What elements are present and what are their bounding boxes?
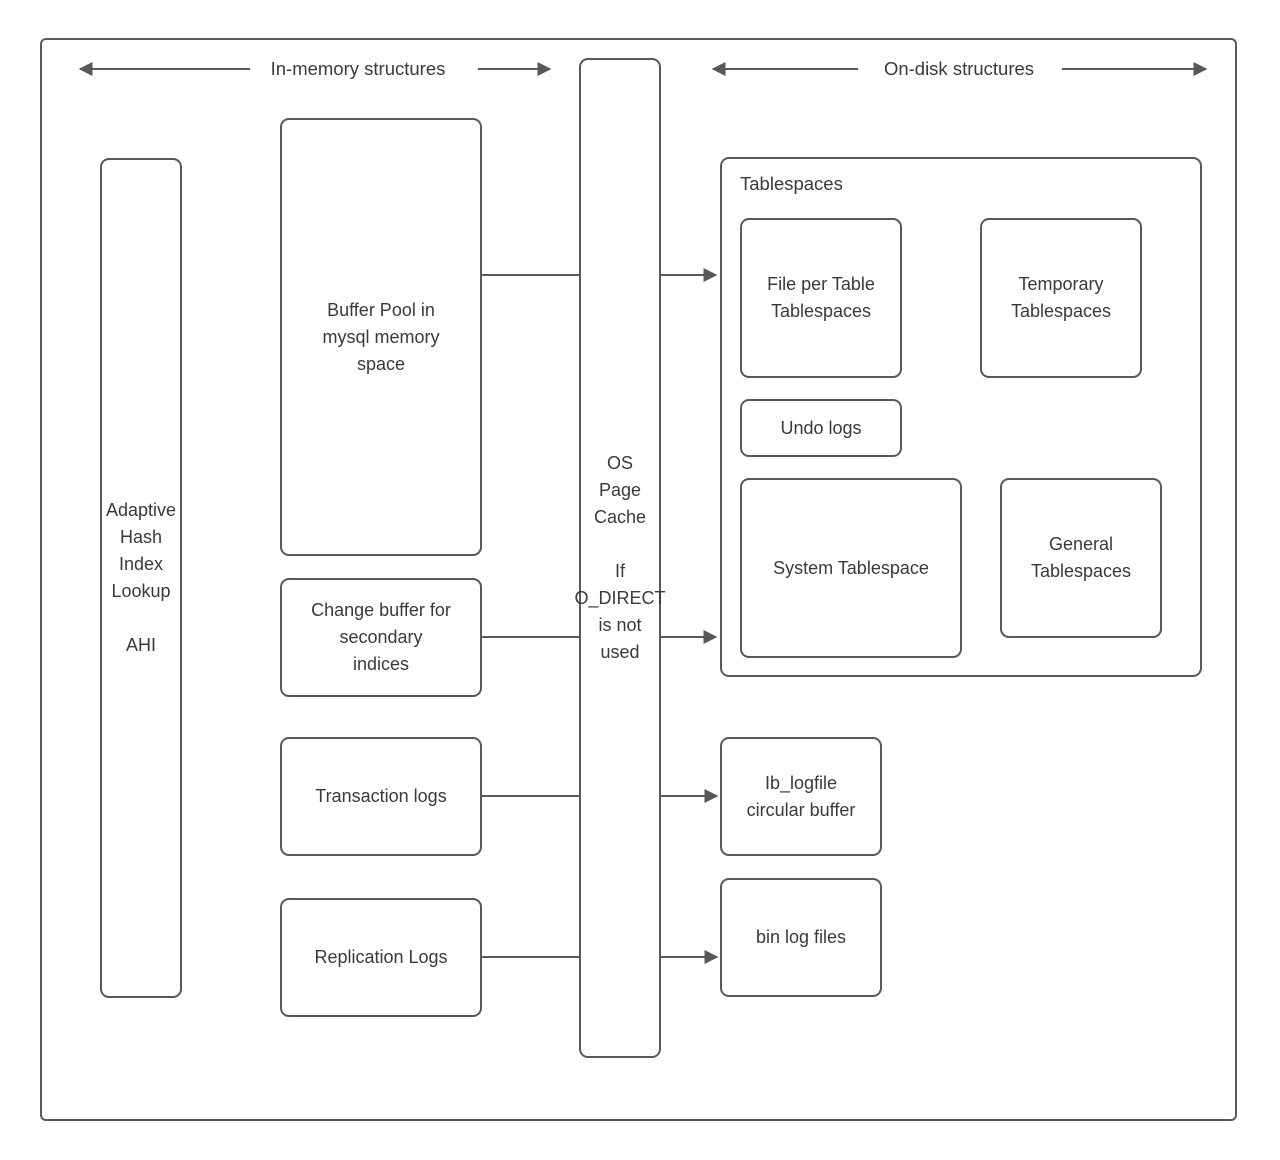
node-system-tablespace: System Tablespace: [740, 478, 962, 658]
in-memory-structures-header: In-memory structures: [270, 58, 446, 79]
container-tablespaces-label: Tablespaces: [740, 173, 843, 194]
node-replication-logs-label: Replication Logs: [314, 947, 448, 967]
node-file-per-table-tablespaces: File per Table Tablespaces: [740, 218, 902, 378]
node-undo-logs: Undo logs: [740, 399, 902, 457]
node-temporary-tablespaces-label: Temporary Tablespaces: [1010, 274, 1112, 321]
node-change-buffer: Change buffer for secondary indices: [280, 578, 482, 697]
node-adaptive-hash-index-label: Adaptive Hash Index Lookup AHI: [105, 500, 177, 655]
node-os-page-cache: OS Page Cache If O_DIRECT is not used: [575, 58, 666, 1058]
node-system-tablespace-label: System Tablespace: [773, 557, 929, 578]
node-buffer-pool-label: Buffer Pool in mysql memory space: [322, 299, 440, 374]
outer-frame: [40, 38, 1237, 1121]
node-transaction-logs: Transaction logs: [280, 737, 482, 856]
node-ib-logfile-circular-buffer-label: Ib_logfile circular buffer: [746, 772, 856, 820]
node-ib-logfile-circular-buffer: Ib_logfile circular buffer: [720, 737, 882, 856]
node-bin-log-files-label: bin log files: [755, 927, 847, 947]
node-transaction-logs-label: Transaction logs: [315, 786, 447, 806]
node-bin-log-files: bin log files: [720, 878, 882, 997]
node-adaptive-hash-index: Adaptive Hash Index Lookup AHI: [100, 158, 182, 998]
node-general-tablespaces-label: General Tablespaces: [1030, 534, 1132, 581]
node-os-page-cache-label: OS Page Cache If O_DIRECT is not used: [574, 453, 666, 662]
node-buffer-pool: Buffer Pool in mysql memory space: [280, 118, 482, 556]
on-disk-structures-header: On-disk structures: [883, 58, 1035, 79]
node-replication-logs: Replication Logs: [280, 898, 482, 1017]
node-change-buffer-label: Change buffer for secondary indices: [311, 600, 451, 674]
node-file-per-table-tablespaces-label: File per Table Tablespaces: [767, 274, 875, 321]
node-general-tablespaces: General Tablespaces: [1000, 478, 1162, 638]
node-undo-logs-label: Undo logs: [780, 417, 862, 438]
node-temporary-tablespaces: Temporary Tablespaces: [980, 218, 1142, 378]
